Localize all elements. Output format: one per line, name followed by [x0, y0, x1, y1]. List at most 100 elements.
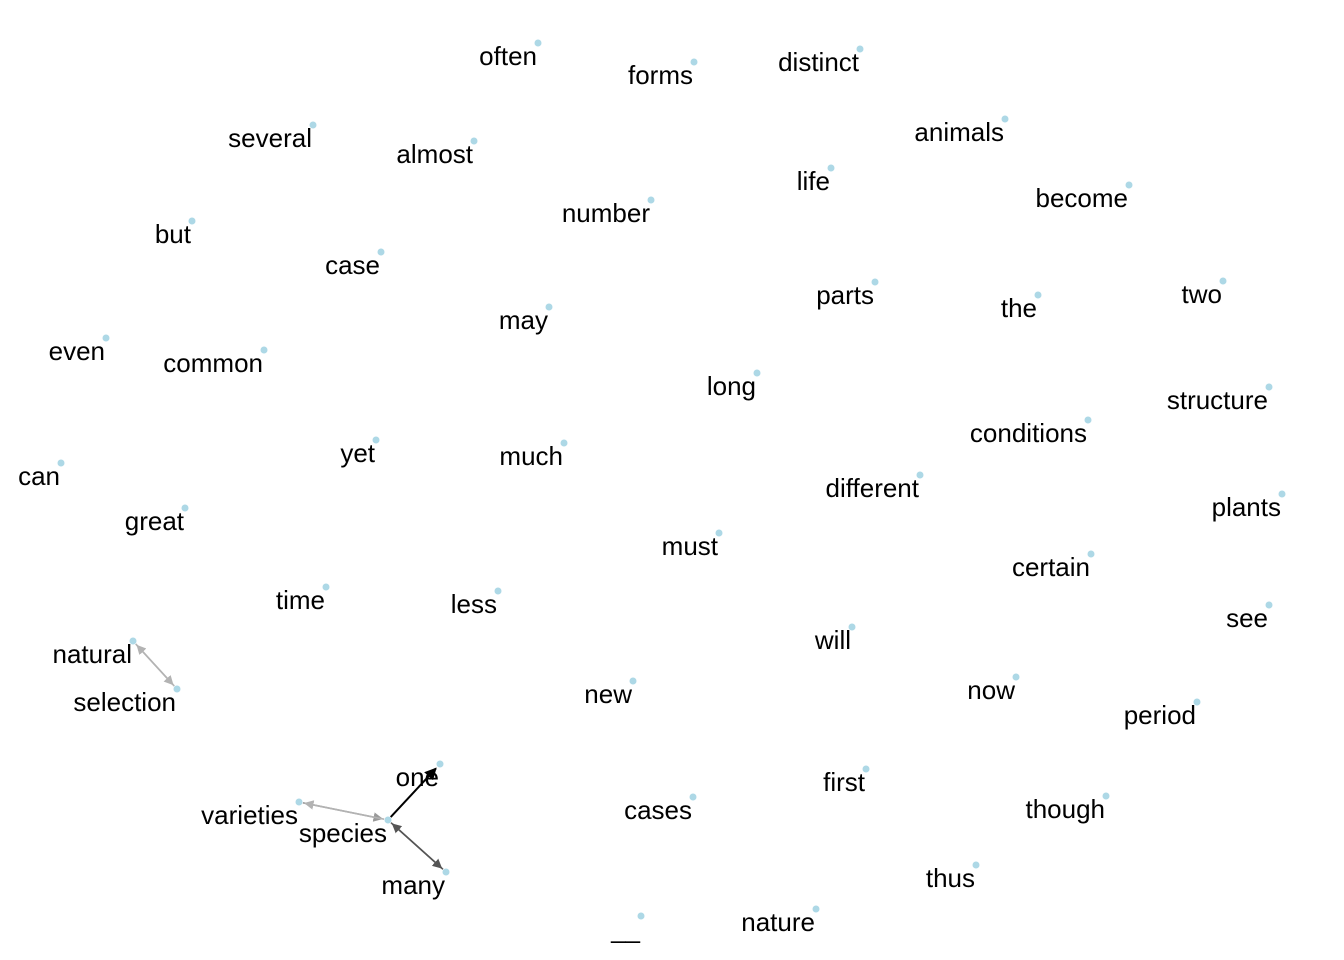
node-case: case: [325, 248, 385, 280]
node-label-must: must: [662, 531, 719, 561]
node-dot-thus: [972, 861, 980, 869]
node-many: many: [381, 868, 450, 900]
nodes-layer: often forms distinct several almost animals li…: [18, 39, 1286, 944]
node-less: less: [451, 587, 502, 619]
edge-species-to-one: [389, 767, 437, 818]
node-dot-distinct: [856, 45, 864, 53]
node-forms: forms: [628, 58, 698, 90]
node-often: often: [479, 39, 542, 71]
node-great: great: [125, 504, 189, 536]
node-label-yet: yet: [340, 438, 375, 468]
node-dot-species: [384, 816, 392, 824]
node-selection: selection: [73, 685, 181, 717]
node-time: time: [276, 583, 330, 615]
node-life: life: [797, 164, 835, 196]
node-even: even: [49, 334, 110, 366]
node-blank: __: [610, 912, 645, 944]
node-label-distinct: distinct: [778, 47, 860, 77]
node-two: two: [1182, 277, 1227, 309]
edge-selection-to-natural: [136, 644, 175, 687]
node-label-different: different: [826, 473, 920, 503]
node-label-see: see: [1226, 603, 1268, 633]
node-dot-many: [442, 868, 450, 876]
node-label-varieties: varieties: [201, 800, 298, 830]
node-label-may: may: [499, 305, 548, 335]
node-dot-first: [862, 765, 870, 773]
node-new: new: [584, 677, 637, 709]
node-cases: cases: [624, 793, 697, 825]
node-label-much: much: [499, 441, 563, 471]
node-dot-must: [715, 529, 723, 537]
node-will: will: [814, 623, 856, 655]
node-common: common: [163, 346, 268, 378]
node-though: though: [1025, 792, 1110, 824]
node-label-natural: natural: [53, 639, 133, 669]
node-label-forms: forms: [628, 60, 693, 90]
node-label-number: number: [562, 198, 650, 228]
node-label-but: but: [155, 219, 192, 249]
node-label-life: life: [797, 166, 830, 196]
node-dot-time: [322, 583, 330, 591]
node-label-the: the: [1001, 293, 1037, 323]
node-dot-natural: [129, 637, 137, 645]
node-dot-often: [534, 39, 542, 47]
node-label-period: period: [1124, 700, 1196, 730]
node-different: different: [826, 471, 924, 503]
node-label-many: many: [381, 870, 445, 900]
node-dot-plants: [1278, 490, 1286, 498]
node-dot-different: [916, 471, 924, 479]
node-label-two: two: [1182, 279, 1222, 309]
node-conditions: conditions: [970, 416, 1092, 448]
node-dot-one: [436, 760, 444, 768]
node-label-common: common: [163, 348, 263, 378]
node-dot-selection: [173, 685, 181, 693]
node-dot-almost: [470, 137, 478, 145]
node-label-case: case: [325, 250, 380, 280]
node-must: must: [662, 529, 723, 561]
node-label-several: several: [228, 123, 312, 153]
node-label-plants: plants: [1212, 492, 1281, 522]
node-dot-even: [102, 334, 110, 342]
node-dot-new: [629, 677, 637, 685]
node-label-parts: parts: [816, 280, 874, 310]
node-label-blank: __: [610, 914, 640, 944]
node-can: can: [18, 459, 65, 491]
node-see: see: [1226, 601, 1273, 633]
node-label-structure: structure: [1167, 385, 1268, 415]
node-label-even: even: [49, 336, 105, 366]
node-several: several: [228, 121, 317, 153]
node-much: much: [499, 439, 568, 471]
node-long: long: [707, 369, 761, 401]
node-label-long: long: [707, 371, 756, 401]
node-dot-less: [494, 587, 502, 595]
node-label-cases: cases: [624, 795, 692, 825]
node-dot-animals: [1001, 115, 1009, 123]
node-label-thus: thus: [926, 863, 975, 893]
node-dot-certain: [1087, 550, 1095, 558]
node-label-animals: animals: [914, 117, 1004, 147]
node-dot-see: [1265, 601, 1273, 609]
node-label-almost: almost: [396, 139, 473, 169]
node-number: number: [562, 196, 655, 228]
node-dot-great: [181, 504, 189, 512]
node-one: one: [396, 760, 444, 792]
node-thus: thus: [926, 861, 980, 893]
node-structure: structure: [1167, 383, 1273, 415]
node-dot-common: [260, 346, 268, 354]
edge-species-to-many: [390, 822, 443, 869]
node-dot-blank: [637, 912, 645, 920]
node-the: the: [1001, 291, 1042, 323]
node-dot-may: [545, 303, 553, 311]
edge-species-to-varieties: [303, 800, 385, 820]
node-dot-now: [1012, 673, 1020, 681]
node-label-species: species: [299, 818, 387, 848]
node-dot-nature: [812, 905, 820, 913]
node-plants: plants: [1212, 490, 1286, 522]
node-dot-but: [188, 217, 196, 225]
node-label-nature: nature: [741, 907, 815, 937]
node-label-selection: selection: [73, 687, 176, 717]
node-label-conditions: conditions: [970, 418, 1087, 448]
edges-layer: [135, 643, 444, 870]
node-dot-forms: [690, 58, 698, 66]
